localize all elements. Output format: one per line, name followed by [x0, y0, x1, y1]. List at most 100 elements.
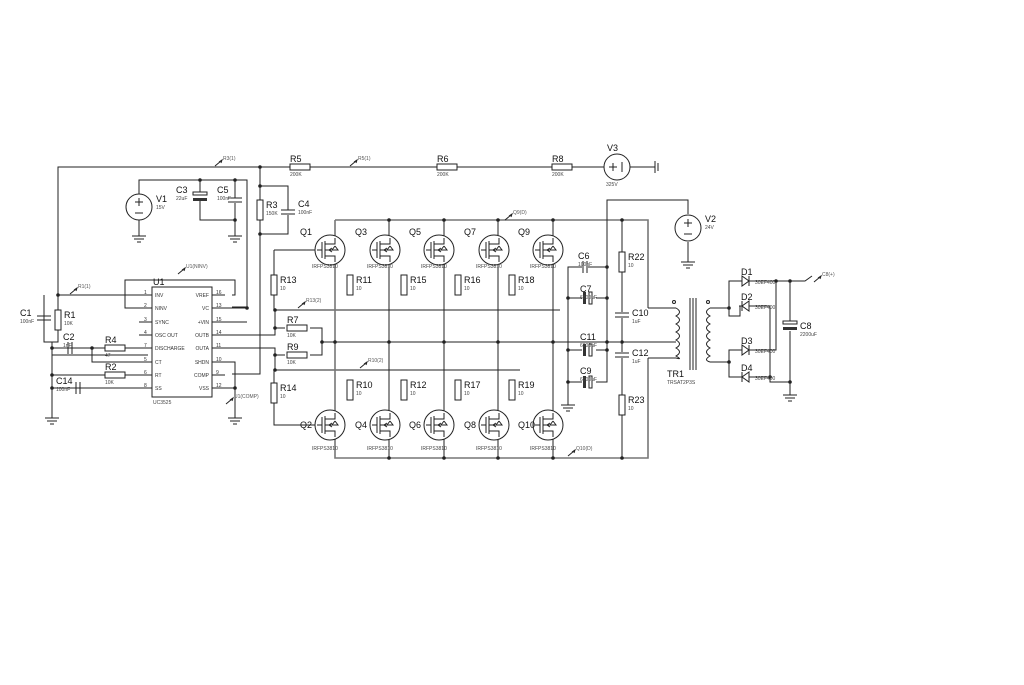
ground-symbols [45, 235, 797, 425]
pin-number: 8 [144, 383, 147, 389]
pin-name: DISCHARGE [155, 346, 185, 352]
resistor-value: 10 [628, 263, 634, 269]
resistor-label: R7 [287, 315, 299, 325]
V3-label: V3 [607, 143, 618, 153]
pin-number: 6 [144, 370, 147, 376]
pin-name: RT [155, 373, 162, 379]
capacitor-value: 100nF [578, 262, 592, 268]
TR1-part: TRSAT2P3S [667, 380, 696, 386]
resistor-value: 10K [287, 360, 297, 366]
V1-label: V1 [156, 194, 167, 204]
pin-name: SHDN [195, 360, 210, 366]
transformer-TR1[interactable]: TR1 TRSAT2P3S [667, 298, 712, 386]
resistor-label: R23 [628, 395, 645, 405]
net-name: C8(+) [822, 272, 835, 278]
mosfet-label: Q9 [518, 227, 530, 237]
resistor-label: R1 [64, 310, 76, 320]
capacitor-label: C1 [20, 308, 32, 318]
net-name: U1(COMP) [234, 394, 259, 400]
voltage-source-V3[interactable]: V3 325V [603, 143, 631, 188]
resistor-label: R13 [280, 275, 297, 285]
pin-number: 12 [216, 383, 222, 389]
net-label: Q9(D) [504, 210, 527, 221]
pin-name: OSC OUT [155, 333, 178, 339]
resistor-value: 10 [518, 391, 524, 397]
capacitor-label: C6 [578, 251, 590, 261]
capacitor-label: C8 [800, 321, 812, 331]
resistor-value: 10K [64, 321, 74, 327]
resistor-label: R18 [518, 275, 535, 285]
resistor-label: R3 [266, 200, 278, 210]
net-label: R13(2) [297, 298, 322, 309]
resistor-value: 200K [437, 172, 449, 178]
diode-label: D2 [741, 292, 753, 302]
V3-value: 325V [606, 182, 618, 188]
net-label: R5(1) [349, 156, 371, 167]
diode-part: 30EF400 [755, 349, 776, 355]
voltage-source-V2[interactable]: V2 24V [674, 214, 716, 242]
resistor-label: R2 [105, 362, 117, 372]
capacitor-label: C12 [632, 348, 649, 358]
capacitor-value: 100nF [298, 210, 312, 216]
net-name: R3(1) [223, 156, 236, 162]
resistor-R2[interactable]: R2 10K [104, 362, 126, 386]
voltage-source-V1[interactable]: V1 15V [125, 193, 167, 221]
net-label: U1(COMP) [225, 394, 259, 405]
resistor-value: 10K [105, 380, 115, 386]
net-label: Q10(D) [567, 446, 593, 457]
pin-name: VREF [196, 293, 209, 299]
net-name: Q10(D) [576, 446, 593, 452]
mosfet-label: Q3 [355, 227, 367, 237]
resistor-value: 10 [464, 286, 470, 292]
